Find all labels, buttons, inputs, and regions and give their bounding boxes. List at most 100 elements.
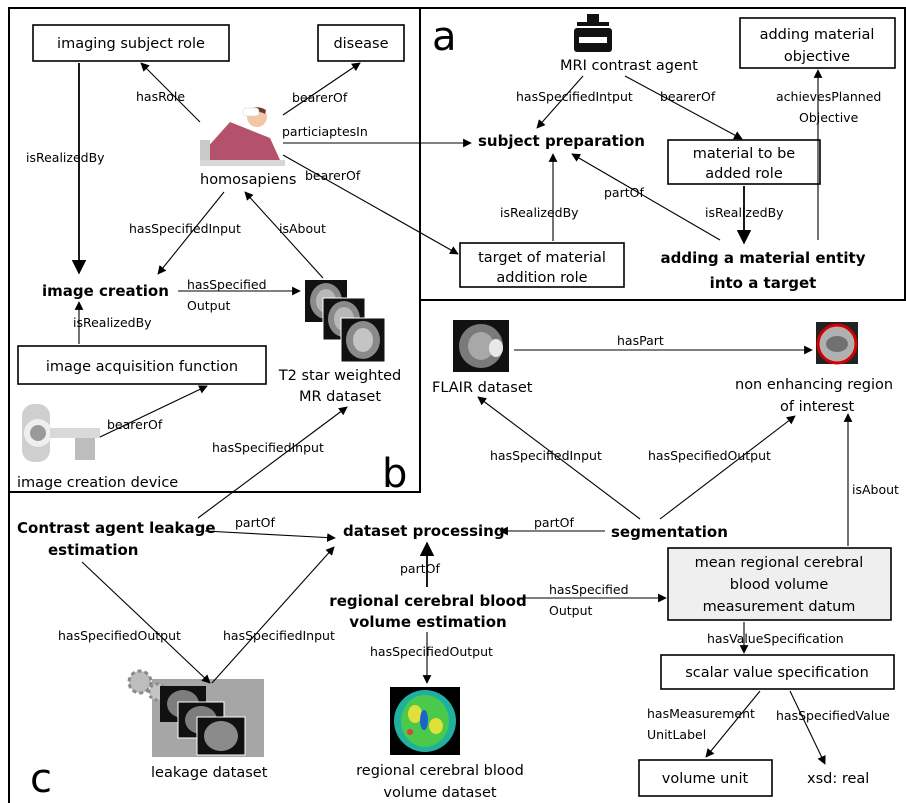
edge-label-has-measurement-2: UnitLabel	[647, 727, 706, 742]
edge-label-is-realized-by-a1: isRealizedBy	[500, 205, 579, 220]
adding-entity-line1: adding a material entity	[661, 249, 866, 267]
edge-leakage-dataset-to-processing	[211, 546, 335, 684]
edge-t2-to-homo	[244, 191, 324, 279]
adding-entity-line2: into a target	[710, 274, 817, 292]
leakage-dataset-icon	[127, 669, 264, 757]
edge-homo-to-disease	[282, 62, 361, 116]
imaging-subject-role-box	[32, 24, 230, 62]
image-creation-device-label: image creation device	[17, 475, 178, 491]
edge-label-is-about-c: isAbout	[852, 482, 899, 497]
edge-label-achieves-1: achievesPlanned	[776, 89, 881, 104]
edge-label-bearer-of-device: bearerOf	[107, 417, 163, 432]
edge-homo-to-image-creation	[157, 191, 225, 275]
edge-device-to-acquisition	[99, 385, 208, 438]
edge-leakage-est-to-t2	[197, 406, 348, 519]
target-role-box	[459, 242, 625, 288]
flair-dataset-label: FLAIR dataset	[432, 380, 533, 396]
target-role-line2: addition role	[496, 270, 587, 286]
edge-label-has-specified-output-c2a: hasSpecified	[549, 582, 629, 597]
edge-label-part-of-a: partOf	[604, 185, 644, 200]
mean-rcbv-box	[667, 547, 892, 621]
panel-frames	[8, 7, 906, 803]
edge-label-is-realized-by-b1: isRealizedBy	[26, 150, 105, 165]
mri-contrast-agent-label: MRI contrast agent	[560, 58, 698, 74]
edge-label-has-specified-input-b: hasSpecifiedInput	[129, 221, 241, 236]
edge-label-bearer-of-disease: bearerOf	[292, 90, 348, 105]
homosapiens-label: homosapiens	[200, 172, 296, 188]
edge-label-has-specified-input-c1: hasSpecifiedInput	[212, 440, 324, 455]
leakage-dataset-label: leakage dataset	[151, 765, 268, 781]
edge-leakage-est-to-leakage-dataset	[81, 561, 211, 684]
rcbv-dataset-line1: regional cerebral blood	[356, 763, 524, 779]
region-of-interest-icon	[816, 322, 858, 365]
mri-contrast-agent-icon	[574, 14, 612, 52]
edge-label-bearer-of-a: bearerOf	[660, 89, 716, 104]
edge-label-has-specified-output-b2: Output	[187, 298, 231, 313]
xsd-real-label: xsd: real	[807, 771, 869, 787]
mean-rcbv-line2: blood volume	[730, 577, 829, 593]
t2-dataset-line1: T2 star weighted	[278, 368, 401, 384]
edge-mri-to-subject-prep	[536, 75, 584, 129]
edge-label-has-specified-input-c2: hasSpecifiedInput	[490, 448, 602, 463]
edge-label-has-specified-output-c1: hasSpecifiedOutput	[648, 448, 771, 463]
material-added-role-box	[667, 139, 821, 185]
edge-scalar-to-volume-unit	[705, 690, 761, 758]
edge-label-has-specified-intput: hasSpecifiedIntput	[516, 89, 633, 104]
rcbv-estimation-line1: regional cerebral blood	[329, 592, 526, 610]
edge-label-part-of-c2: partOf	[534, 515, 574, 530]
edge-segmentation-to-roi	[659, 415, 796, 520]
disease-box	[317, 24, 405, 62]
dataset-processing-label: dataset processing	[343, 522, 505, 540]
edge-label-bearer-of-target: bearerOf	[305, 168, 361, 183]
edge-mri-to-material-role	[624, 75, 743, 140]
edge-homo-to-subject-role	[140, 62, 201, 123]
non-enhancing-line2: of interest	[780, 399, 855, 415]
segmentation-label: segmentation	[611, 523, 728, 541]
adding-material-objective-box	[739, 17, 896, 69]
edge-label-has-specified-output-c3: hasSpecifiedOutput	[370, 644, 493, 659]
edge-leakage-est-to-processing	[204, 530, 336, 542]
edge-label-has-measurement-1: hasMeasurement	[647, 706, 755, 721]
patient-in-bed-icon	[200, 107, 285, 166]
leakage-estimation-line2: estimation	[48, 541, 138, 559]
image-acquisition-function-label: image acquisition function	[46, 359, 238, 375]
adding-material-objective-line1: adding material	[760, 27, 875, 43]
non-enhancing-line1: non enhancing region	[735, 377, 893, 393]
edge-label-has-value-specification: hasValueSpecification	[707, 631, 844, 646]
mean-rcbv-line1: mean regional cerebral	[695, 555, 864, 571]
flair-dataset-icon	[453, 320, 509, 372]
t2-dataset-line2: MR dataset	[299, 389, 381, 405]
edge-label-particiaptes-in: particiaptesIn	[282, 124, 368, 139]
mean-rcbv-line3: measurement datum	[703, 599, 856, 615]
image-acquisition-function-box	[17, 345, 267, 385]
edge-label-has-specified-output-c2b: Output	[549, 603, 593, 618]
mri-scanner-icon	[22, 404, 100, 462]
edge-label-has-specified-input-c3: hasSpecifiedInput	[223, 628, 335, 643]
imaging-subject-role-label: imaging subject role	[57, 36, 205, 52]
rcbv-estimation-line2: volume estimation	[349, 613, 506, 631]
subject-preparation-label: subject preparation	[478, 132, 645, 150]
edge-label-is-about-b: isAbout	[279, 221, 326, 236]
edge-scalar-to-xsd-real	[789, 690, 826, 765]
scalar-value-spec-label: scalar value specification	[685, 665, 869, 681]
edge-label-part-of-c3: partOf	[400, 561, 440, 576]
material-added-role-line1: material to be	[693, 146, 795, 162]
brain-mri-stack-icon	[305, 280, 386, 363]
edge-segmentation-to-flair	[477, 396, 641, 520]
edge-label-part-of-c1: partOf	[235, 515, 275, 530]
adding-material-objective-line2: objective	[784, 49, 850, 65]
edge-label-has-specified-output-b1: hasSpecified	[187, 277, 267, 292]
edge-homo-to-target-role	[282, 154, 459, 255]
rcbv-dataset-icon	[390, 687, 460, 755]
volume-unit-box	[638, 759, 773, 797]
panel-label-c: c	[30, 756, 52, 802]
edge-label-is-realized-by-a2: isRealizedBy	[705, 205, 784, 220]
edge-label-achieves-2: Objective	[799, 110, 859, 125]
panel-label-b: b	[382, 451, 407, 497]
image-creation-label: image creation	[42, 282, 169, 300]
scalar-value-spec-box	[660, 654, 895, 690]
disease-label: disease	[333, 36, 388, 52]
edge-label-has-part: hasPart	[617, 333, 664, 348]
material-added-role-line2: added role	[705, 166, 783, 182]
